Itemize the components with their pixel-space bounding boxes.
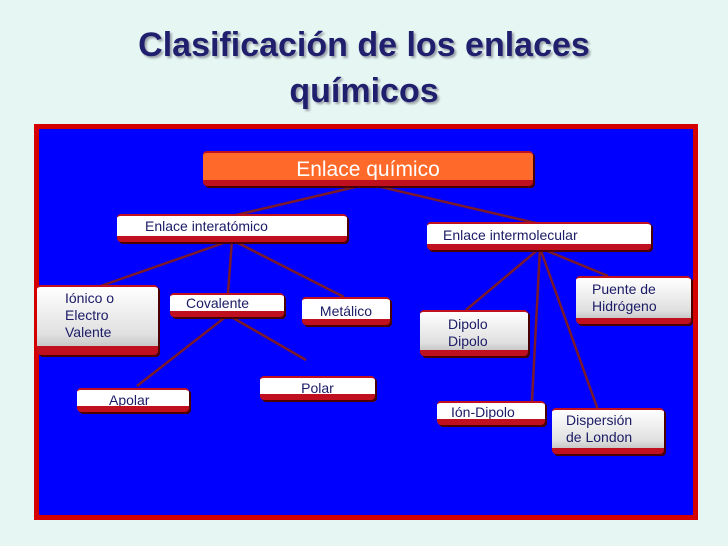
node-apolar: Apolar: [77, 388, 189, 412]
node-enlace-quimico-label: Enlace químico: [296, 158, 440, 181]
node-ion-dipolo-label: Ión-Dipolo: [451, 404, 515, 420]
node-enlace-interatomico: Enlace interatómico: [117, 214, 347, 242]
node-ionico-line-3: Valente: [65, 324, 112, 340]
node-metalico: Metálico: [302, 297, 390, 325]
node-puente-hidrogeno-line-2: Hidrógeno: [592, 298, 657, 314]
node-enlace-interatomico-label: Enlace interatómico: [145, 218, 268, 234]
node-polar: Polar: [260, 376, 375, 400]
node-enlace-intermolecular: Enlace intermolecular: [427, 222, 651, 250]
node-metalico-label: Metálico: [319, 303, 373, 319]
node-puente-hidrogeno-line-1: Puente de: [592, 281, 656, 297]
node-polar-label: Polar: [301, 380, 334, 396]
node-dispersion-london-line-1: Dispersión: [566, 412, 633, 428]
title-line-2: químicos: [289, 72, 439, 110]
node-dipolo-line-2: Dipolo: [448, 333, 488, 349]
node-enlace-quimico: Enlace químico: [203, 151, 533, 186]
node-dipolo-line-1: Dipolo: [448, 316, 488, 332]
node-ionico-line-2: Electro: [65, 307, 109, 323]
node-ionico-line-1: Iónico o: [65, 290, 115, 306]
page-title: Clasificación de los enlaces químicos: [60, 22, 668, 114]
node-dispersion-london: Dispersión de London: [552, 408, 664, 454]
node-dipolo: Dipolo Dipolo: [420, 310, 528, 356]
node-puente-hidrogeno: Puente de Hidrógeno: [576, 276, 691, 324]
node-dispersion-london-line-2: de London: [566, 429, 633, 445]
node-enlace-intermolecular-label: Enlace intermolecular: [443, 227, 578, 243]
node-covalente: Covalente: [170, 293, 284, 317]
node-covalente-label: Covalente: [186, 295, 250, 311]
title-line-1: Clasificación de los enlaces: [138, 26, 590, 64]
node-apolar-label: Apolar: [109, 392, 150, 408]
node-ionico: Iónico o Electro Valente: [37, 285, 158, 355]
node-ion-dipolo: Ión-Dipolo: [437, 401, 545, 425]
